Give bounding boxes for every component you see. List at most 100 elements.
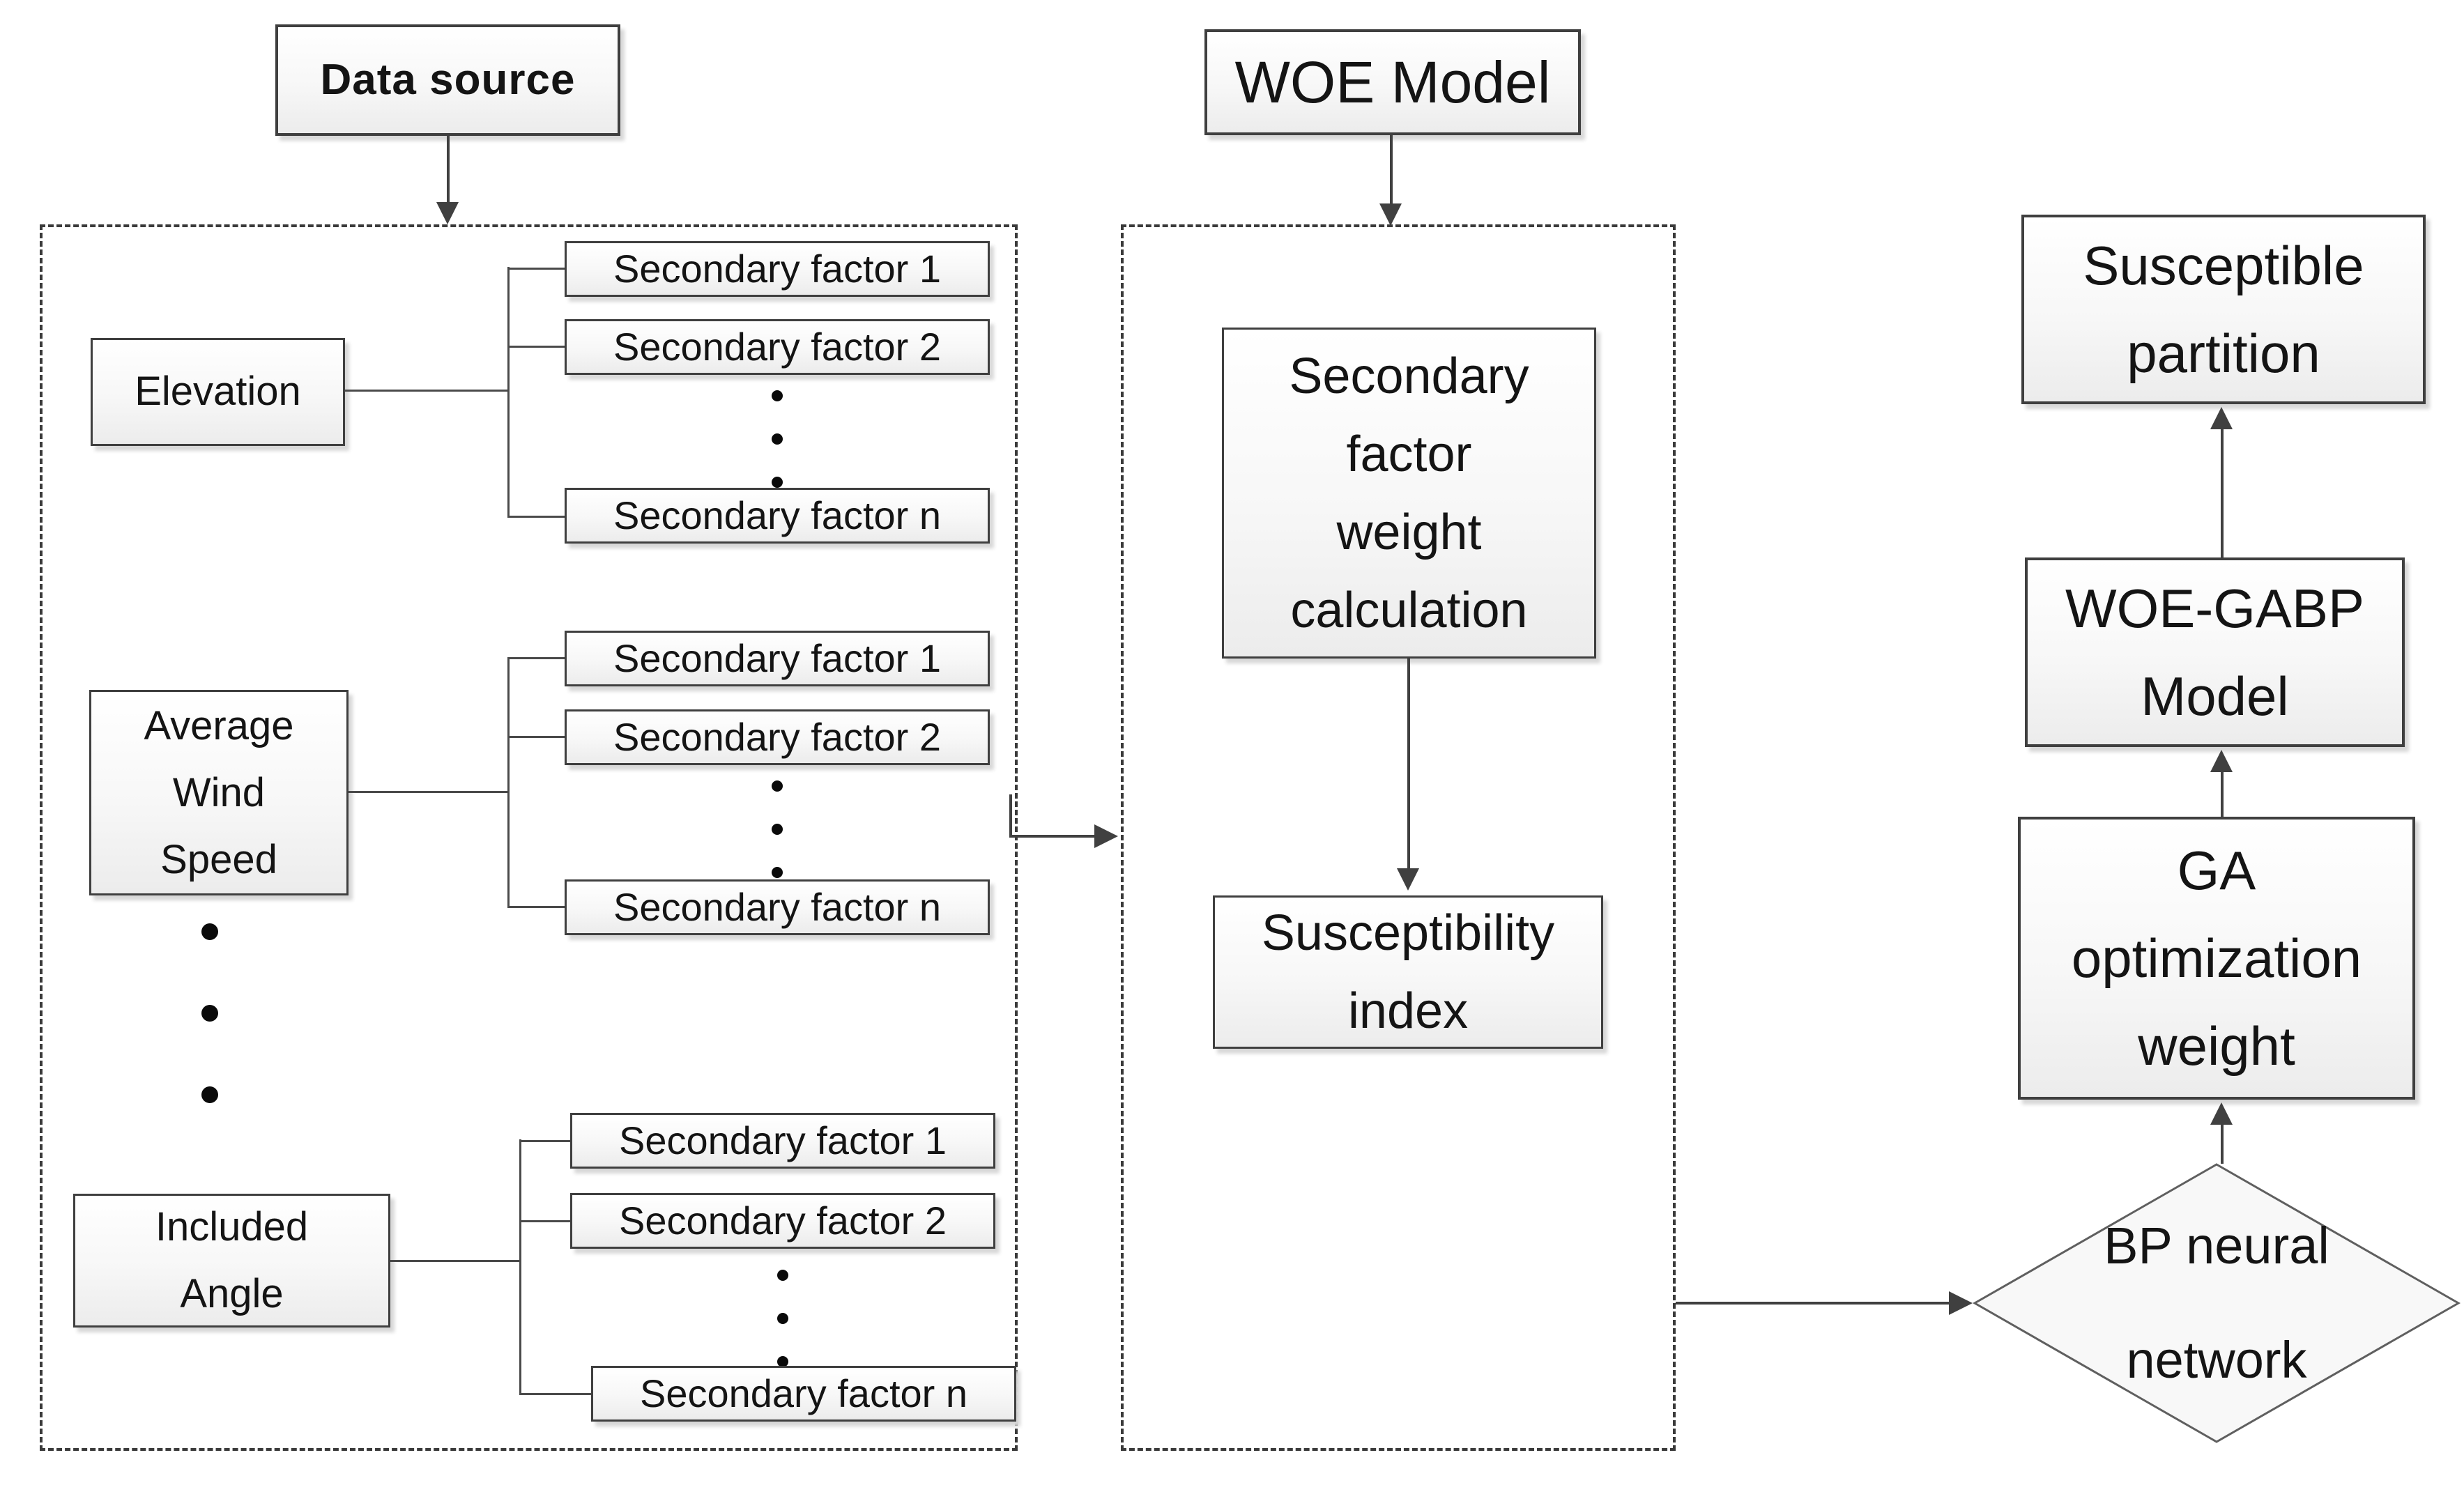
secondary-factor-box-g3-n: Secondary factor n	[591, 1366, 1016, 1422]
aws-line1: Average	[144, 702, 294, 748]
included-angle-line1: Included	[155, 1204, 309, 1249]
ellipsis-dot	[772, 780, 783, 792]
woe-model-box: WOE Model	[1204, 29, 1581, 135]
primary-ellipsis-dot	[201, 1005, 218, 1022]
woe-model-label: WOE Model	[1234, 49, 1551, 115]
arrow-line-gabp-to-partition	[2221, 428, 2224, 557]
susceptibility-index-line1: Susceptibility	[1261, 905, 1555, 961]
included-angle-line2: Angle	[180, 1271, 284, 1316]
secondary-factor-box-g3-2: Secondary factor 2	[570, 1193, 995, 1249]
susceptibility-index-line2: index	[1347, 983, 1469, 1039]
primary-ellipsis-dot	[201, 1086, 218, 1103]
arrow-line-ga-to-gabp	[2221, 771, 2224, 817]
arrow-line-woe-model	[1390, 135, 1393, 205]
connector-stub-left	[1009, 794, 1012, 838]
ga-line1: GA	[2177, 840, 2256, 901]
secondary-factor-label: Secondary factor 1	[613, 636, 942, 680]
bp-network-label: BP neural network	[1973, 1162, 2461, 1444]
woe-gabp-line2: Model	[2141, 665, 2289, 727]
woe-gabp-model-box: WOE-GABP Model	[2025, 557, 2405, 747]
bp-diamond-shape-icon	[1972, 1163, 2461, 1443]
susceptible-partition-line1: Susceptible	[2083, 235, 2364, 296]
stub-group3-f1	[519, 1140, 570, 1142]
woe-gabp-line1: WOE-GABP	[2065, 578, 2365, 639]
stub-group3-f2	[519, 1220, 570, 1222]
secondary-factor-label: Secondary factor n	[613, 885, 942, 929]
susceptible-partition-line2: partition	[2127, 323, 2320, 384]
arrow-line-bp-to-ga	[2221, 1123, 2224, 1164]
bracket-group3	[519, 1139, 521, 1394]
secondary-factor-box-g1-2: Secondary factor 2	[565, 319, 990, 375]
secondary-factor-label: Secondary factor n	[639, 1371, 968, 1415]
bp-neural-network-diamond: BP neural network	[1972, 1162, 2461, 1444]
arrow-line-data-source	[447, 136, 450, 203]
stub-group1-f2	[507, 346, 565, 348]
arrowhead-left-to-middle-icon	[1094, 824, 1118, 848]
bp-network-line1: BP neural	[2104, 1217, 2329, 1275]
arrowhead-ga-to-gabp-icon	[2210, 750, 2233, 772]
susceptible-partition-box: Susceptible partition	[2021, 215, 2426, 404]
ga-line2: optimization	[2071, 928, 2362, 989]
primary-factors-container	[40, 224, 1018, 1451]
data-source-label: Data source	[320, 56, 576, 105]
secondary-factor-label: Secondary factor 2	[618, 1199, 947, 1242]
secondary-factor-box-g2-1: Secondary factor 1	[565, 631, 990, 686]
arrow-line-middle-to-bp	[1676, 1302, 1949, 1305]
weight-calc-line4: calculation	[1290, 582, 1528, 638]
susceptibility-index-box: Susceptibility index	[1213, 895, 1603, 1049]
arrowhead-middle-to-bp-icon	[1949, 1291, 1973, 1315]
ellipsis-dot	[772, 824, 783, 835]
bp-diamond-polygon	[1972, 1163, 2461, 1443]
ellipsis-dot	[772, 433, 783, 445]
elevation-box: Elevation	[91, 338, 345, 446]
connector-included-angle	[390, 1260, 521, 1262]
weight-calc-line1: Secondary	[1289, 348, 1529, 404]
weight-calc-line3: weight	[1336, 504, 1482, 560]
ellipsis-dot	[772, 867, 783, 878]
data-source-box: Data source	[275, 24, 620, 136]
weight-calculation-box: Secondary factor weight calculation	[1222, 328, 1596, 659]
elevation-label: Elevation	[135, 369, 301, 415]
secondary-factor-box-g1-1: Secondary factor 1	[565, 241, 990, 297]
ellipsis-dot	[777, 1313, 788, 1324]
ga-line3: weight	[2138, 1015, 2295, 1077]
arrowhead-gabp-to-partition-icon	[2210, 407, 2233, 429]
stub-group2-fn	[507, 906, 565, 908]
secondary-factor-label: Secondary factor 2	[613, 325, 942, 369]
primary-ellipsis-dot	[201, 923, 218, 940]
arrow-line-weight-to-index	[1407, 659, 1410, 870]
secondary-factor-label: Secondary factor 1	[618, 1118, 947, 1162]
stub-group2-f2	[507, 736, 565, 738]
stub-group2-f1	[507, 657, 565, 659]
bracket-group2	[507, 657, 510, 908]
secondary-factor-label: Secondary factor 2	[613, 715, 942, 759]
aws-line3: Speed	[160, 836, 277, 882]
average-wind-speed-box: Average Wind Speed	[89, 690, 349, 895]
stub-group1-fn	[507, 516, 565, 518]
secondary-factor-box-g1-n: Secondary factor n	[565, 488, 990, 544]
arrowhead-weight-to-index-icon	[1397, 868, 1419, 891]
weight-calc-line2: factor	[1346, 426, 1472, 482]
ellipsis-dot	[777, 1356, 788, 1367]
connector-aws	[349, 791, 509, 793]
secondary-factor-box-g2-2: Secondary factor 2	[565, 709, 990, 765]
secondary-factor-label: Secondary factor 1	[613, 247, 942, 291]
ellipsis-dot	[777, 1270, 788, 1281]
woe-calculation-container	[1121, 224, 1676, 1451]
arrowhead-woe-model-down-icon	[1379, 203, 1402, 226]
stub-group1-f1	[507, 268, 565, 270]
ga-optimization-box: GA optimization weight	[2018, 817, 2415, 1100]
aws-line2: Wind	[172, 769, 266, 815]
bp-network-line2: network	[2126, 1331, 2307, 1389]
ellipsis-dot	[772, 477, 783, 488]
arrowhead-data-source-down-icon	[436, 202, 459, 224]
arrow-line-left-to-middle	[1009, 835, 1094, 838]
stub-group3-fn	[519, 1393, 591, 1395]
secondary-factor-box-g2-n: Secondary factor n	[565, 879, 990, 935]
connector-elevation	[345, 390, 509, 392]
included-angle-box: Included Angle	[73, 1194, 390, 1328]
ellipsis-dot	[772, 390, 783, 401]
secondary-factor-label: Secondary factor n	[613, 493, 942, 537]
arrowhead-bp-to-ga-icon	[2210, 1102, 2233, 1125]
